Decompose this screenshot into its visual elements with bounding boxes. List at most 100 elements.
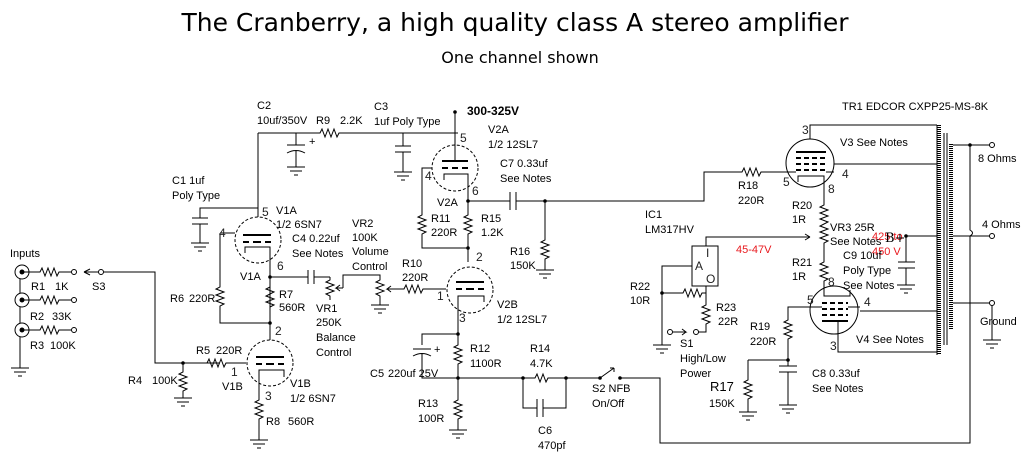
resistor-R1 — [22, 266, 71, 278]
ground-icon — [393, 171, 413, 181]
resistor-R14-capacitor-C6 — [458, 372, 600, 417]
vr1-value: 250K — [316, 317, 342, 329]
pin-label: 3 — [802, 123, 809, 137]
resistor-R17 — [742, 360, 754, 412]
s1-note2: Power — [680, 368, 712, 380]
capacitor-C5 — [412, 333, 458, 379]
c9-ref: C9 10uf — [843, 250, 882, 262]
r20-ref: R20 — [792, 200, 812, 212]
c8-note: See Notes — [812, 383, 864, 395]
output-terminal-ground[interactable] — [989, 300, 995, 306]
transformer-label: TR1 EDCOR CXPP25-MS-8K — [842, 101, 989, 113]
r22-ref: R22 — [630, 281, 650, 293]
resistor-R10 — [395, 283, 446, 295]
output-8ohm-label: 8 Ohms — [978, 153, 1017, 165]
pin-label: 2 — [476, 250, 483, 264]
inputs-label: Inputs — [10, 248, 40, 260]
input-selector-switch-S3[interactable] — [83, 268, 104, 276]
c6-ref: C6 — [538, 425, 552, 437]
ic1-pin-o: O — [706, 272, 715, 286]
pin-label: 5 — [262, 205, 269, 219]
resistor-R19-capacitor-C8 — [779, 306, 812, 405]
wire-v3-plate — [809, 124, 937, 165]
wire — [661, 265, 692, 332]
s2-ref: S2 NFB — [592, 383, 631, 395]
vr2-ref: VR2 — [352, 218, 373, 230]
pin-label: 3 — [459, 311, 466, 325]
v2a-ref: V2A — [488, 124, 509, 136]
resistor-R2 — [22, 294, 71, 306]
potentiometer-VR2[interactable] — [355, 274, 395, 305]
r23-value: 22R — [718, 316, 738, 328]
pin-label: 8 — [828, 182, 835, 196]
r7-value: 560R — [279, 302, 305, 314]
arrow-icon — [804, 233, 811, 241]
c2-value: 10uf/350V — [257, 115, 308, 127]
polarity-plus: + — [434, 344, 440, 356]
tube-V1B — [246, 339, 294, 387]
v2b-ref: V2B — [497, 299, 518, 311]
wire-feedback — [620, 303, 971, 444]
vr1-ref: VR1 — [316, 303, 337, 315]
c6-value: 470pf — [538, 440, 566, 452]
capacitor-C3 — [395, 133, 411, 172]
ic1-ref: IC1 — [645, 209, 662, 221]
v1a-type: 1/2 6SN7 — [276, 219, 322, 231]
bplus-voltage-1: 425 to — [872, 231, 903, 243]
ground-icon — [738, 411, 758, 421]
v2b-type: 1/2 12SL7 — [497, 314, 547, 326]
ground-icon — [652, 344, 672, 354]
r5-ref: R5 — [196, 345, 210, 357]
output-terminal-4ohm[interactable] — [989, 233, 995, 239]
ground-icon — [778, 404, 798, 414]
pin-label: 6 — [472, 184, 479, 198]
tube-V1A — [234, 216, 282, 277]
c3-ref: C3 — [374, 101, 388, 113]
pin-label: 6 — [277, 259, 284, 273]
schematic-subtitle: One channel shown — [441, 48, 599, 67]
r6-value: 220R — [189, 293, 215, 305]
resistor-R5 — [198, 357, 246, 369]
r6-ref: R6 — [170, 293, 184, 305]
r14-value: 4.7K — [530, 358, 553, 370]
r3-ref: R3 — [30, 340, 44, 352]
pin-label: 3 — [830, 339, 837, 353]
r7-ref: R7 — [279, 289, 293, 301]
ground-icon — [896, 284, 916, 294]
c9-note2: See Notes — [843, 280, 895, 292]
r19-value: 220R — [750, 336, 776, 348]
resistor-R8 — [253, 382, 265, 440]
wire-input-to-v1b — [104, 271, 220, 364]
wire-b-plus-rail — [258, 127, 458, 139]
r12-ref: R12 — [470, 343, 490, 355]
resistor-R23 — [698, 293, 712, 333]
c9-note1: Poly Type — [843, 265, 891, 277]
c2-ref: C2 — [257, 100, 271, 112]
potentiometer-VR1[interactable] — [324, 274, 355, 300]
pin-label: 3 — [265, 389, 272, 403]
r2-value: 33K — [52, 311, 72, 323]
r17-ref: R17 — [710, 379, 734, 394]
c4-ref: C4 0.22uf — [292, 233, 341, 245]
ic1-type: LM317HV — [645, 224, 695, 236]
switch-S2-nfb[interactable] — [598, 367, 622, 380]
output-4ohm-label: 4 Ohms — [982, 219, 1021, 231]
vr2-value: 100K — [352, 232, 378, 244]
schematic-title: The Cranberry, a high quality class A st… — [181, 8, 849, 37]
resistor-R4 — [177, 363, 189, 398]
output-terminal-8ohm[interactable] — [989, 142, 995, 148]
resistor-R16 — [539, 201, 551, 270]
capacitor-C1 — [192, 207, 258, 243]
pin-label: 4 — [842, 167, 849, 181]
r23-ref: R23 — [716, 302, 736, 314]
s3-label: S3 — [92, 281, 105, 293]
transformer-TR1 — [936, 125, 953, 355]
r13-value: 100R — [418, 413, 444, 425]
r21-value: 1R — [792, 271, 806, 283]
pin-label: 4 — [425, 169, 432, 183]
switch-S1-power[interactable] — [667, 328, 699, 336]
ground-icon — [286, 166, 306, 176]
polarity-plus: + — [309, 136, 315, 148]
vr1-note1: Balance — [316, 332, 356, 344]
ic1-pin-a: A — [695, 259, 703, 273]
